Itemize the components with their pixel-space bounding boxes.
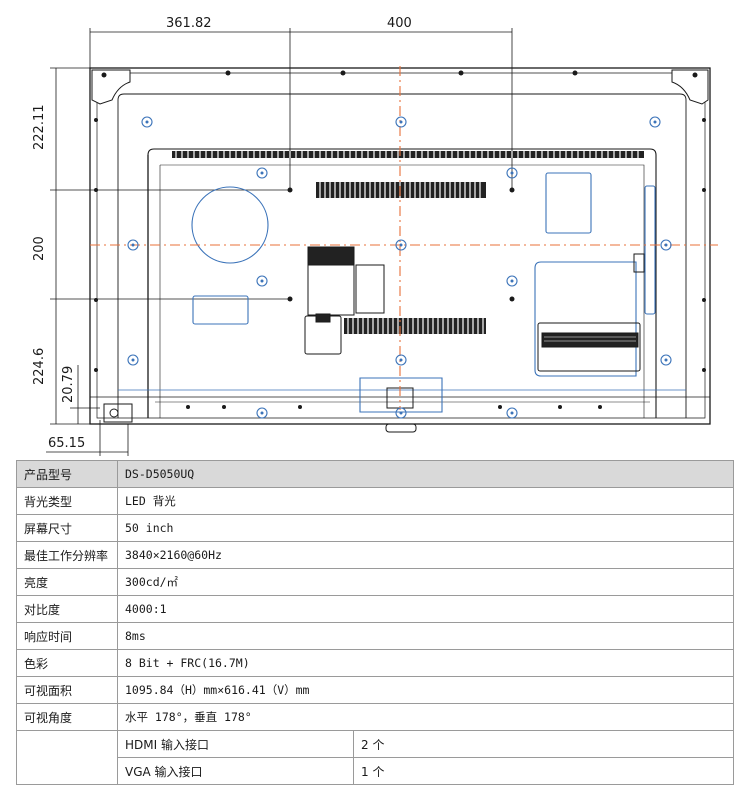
dim-top-left: 361.82	[166, 16, 212, 31]
dim-left-top: 222.11	[32, 105, 47, 151]
interface-item: VGA 输入接口	[117, 757, 354, 785]
rear-dimension-drawing: 361.82 400 222.11 200 224.6 20.79 65.15	[32, 16, 718, 456]
spec-label: 背光类型	[16, 487, 118, 515]
vesa-holes	[287, 187, 515, 302]
spec-value: 50 inch	[117, 514, 734, 542]
dim-left-small: 20.79	[61, 366, 76, 403]
interface-item: HDMI 输入接口	[117, 730, 354, 758]
spec-label: 最佳工作分辨率	[16, 541, 118, 569]
tv-rear-outline	[89, 67, 711, 433]
spec-label: 对比度	[16, 595, 118, 623]
interface-count: 1 个	[353, 757, 734, 785]
dim-top-right: 400	[387, 16, 412, 31]
spec-label: 产品型号	[16, 460, 118, 488]
spec-value: 4000:1	[117, 595, 734, 623]
spec-label: 色彩	[16, 649, 118, 677]
center-lines	[90, 66, 718, 410]
blue-features	[118, 172, 686, 413]
spec-label: 响应时间	[16, 622, 118, 650]
spec-row: 可视角度水平 178°，垂直 178°	[16, 703, 734, 731]
spec-label: 可视角度	[16, 703, 118, 731]
spec-value: 8 Bit + FRC(16.7M)	[117, 649, 734, 677]
dim-left-middle: 200	[32, 236, 47, 261]
dim-left-bottom: 224.6	[32, 348, 47, 385]
spec-value: 8ms	[117, 622, 734, 650]
interface-group-label	[16, 730, 118, 785]
spec-value: LED 背光	[117, 487, 734, 515]
dim-bottom-left: 65.15	[48, 436, 85, 451]
spec-label: 屏幕尺寸	[16, 514, 118, 542]
spec-value: 1095.84（H）mm×616.41（V）mm	[117, 676, 734, 704]
spec-value: 300cd/㎡	[117, 568, 734, 596]
spec-label: 可视面积	[16, 676, 118, 704]
spec-value: DS-D5050UQ	[117, 460, 734, 488]
spec-value: 3840×2160@60Hz	[117, 541, 734, 569]
spec-value: 水平 178°，垂直 178°	[117, 703, 734, 731]
screw-bosses	[127, 116, 672, 419]
connector-panels	[103, 246, 645, 423]
perimeter-clips	[94, 70, 706, 409]
interface-count: 2 个	[353, 730, 734, 758]
vent-slots	[172, 151, 644, 334]
spec-label: 亮度	[16, 568, 118, 596]
